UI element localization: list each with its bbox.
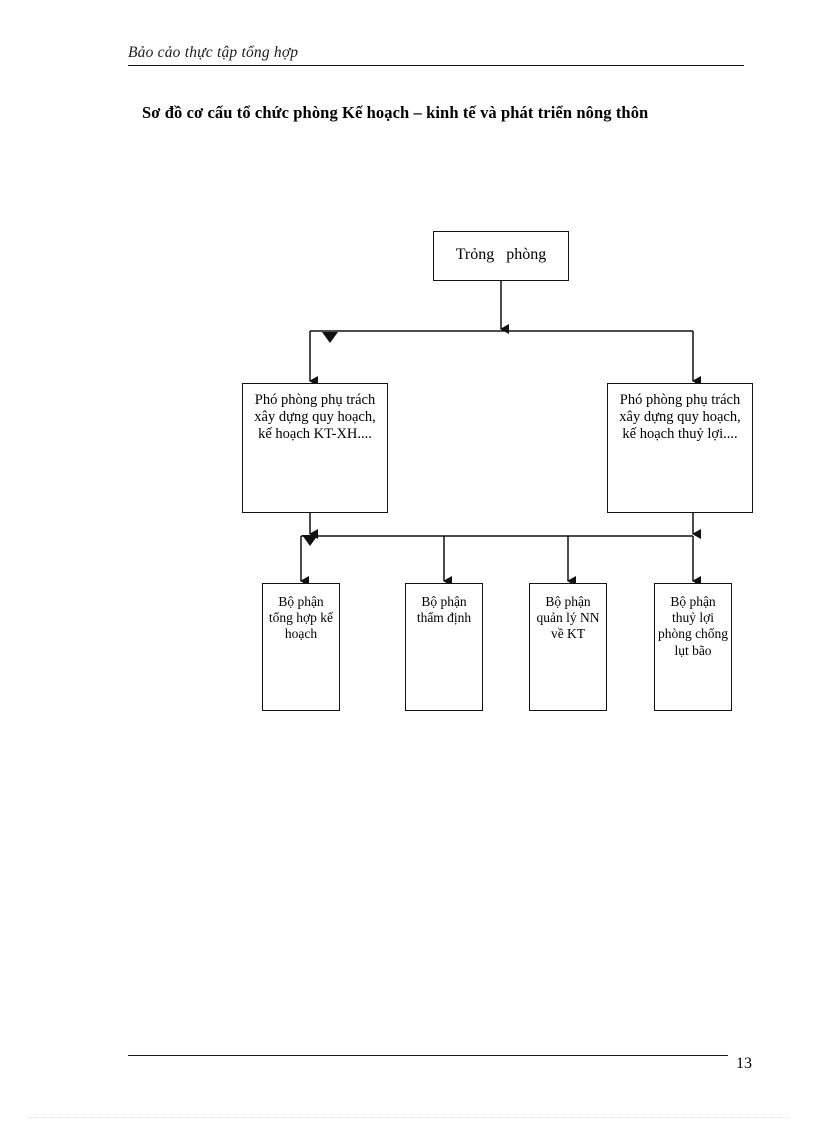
org-node-label: Bộ phận thẩm định [416, 594, 472, 626]
running-header: Bảo cảo thực tập tổng hợp [128, 44, 744, 66]
org-node-label: Phó phòng phụ trách xây dựng quy hoạch, … [619, 392, 741, 443]
org-node-label: Trỏng phòng [455, 245, 547, 263]
footer-rule [128, 1055, 728, 1056]
org-node-label: Bộ phận thuỷ lợi phòng chống lụt bão [657, 594, 729, 658]
org-node-pho-phong-kt-xh[interactable]: Phó phòng phụ trách xây dựng quy hoạch, … [242, 383, 388, 513]
org-node-label: Bộ phận tổng hợp kế hoạch [268, 594, 334, 642]
page-bottom-dotted-edge [28, 1117, 788, 1118]
stray-up-arrowhead-level2 [322, 332, 338, 343]
header-rule [128, 64, 744, 66]
page-number: 13 [736, 1055, 752, 1072]
org-node-truong-phong[interactable]: Trỏng phòng [433, 231, 569, 281]
stray-up-arrowhead-level3 [302, 535, 318, 546]
running-header-text: Bảo cảo thực tập tổng hợp [128, 44, 299, 61]
org-node-bo-phan-tong-hop[interactable]: Bộ phận tổng hợp kế hoạch [262, 583, 340, 711]
org-node-bo-phan-thuy-loi-phong-chong-lut-bao[interactable]: Bộ phận thuỷ lợi phòng chống lụt bão [654, 583, 732, 711]
org-node-bo-phan-quan-ly[interactable]: Bộ phận quản lý NN về KT [529, 583, 607, 711]
diagram-title: Sơ đồ cơ cấu tổ chức phòng Kế hoạch – ki… [142, 103, 649, 122]
org-node-label: Bộ phận quản lý NN về KT [536, 594, 600, 642]
org-node-label: Phó phòng phụ trách xây dựng quy hoạch, … [254, 392, 376, 443]
org-node-pho-phong-thuy-loi[interactable]: Phó phòng phụ trách xây dựng quy hoạch, … [607, 383, 753, 513]
org-node-bo-phan-tham-dinh[interactable]: Bộ phận thẩm định [405, 583, 483, 711]
